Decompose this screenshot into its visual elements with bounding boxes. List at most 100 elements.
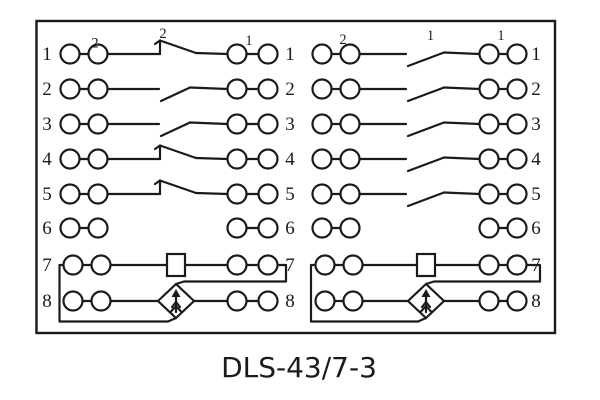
row-number-left: 2 [42, 79, 52, 100]
terminal-circle [342, 290, 364, 312]
row-number-right: 4 [285, 149, 295, 170]
terminal-circle [314, 254, 336, 276]
loop-wire [425, 263, 542, 286]
terminal-circle [226, 254, 248, 276]
row-number-right: 6 [285, 218, 295, 239]
row-number-left: 8 [42, 291, 52, 312]
arrow-up-icon [174, 304, 183, 314]
terminal-circle [311, 78, 333, 100]
terminal-circle [226, 148, 248, 170]
wire [442, 51, 481, 56]
contact-annotation: 2 [159, 26, 166, 42]
terminal-circle [506, 254, 528, 276]
row-number-left: 1 [42, 44, 52, 65]
terminal-circle [87, 183, 109, 205]
terminal-circle [226, 183, 248, 205]
contact-blade [406, 156, 446, 173]
row-number-left: 5 [42, 184, 52, 205]
resistor-box [165, 252, 187, 278]
terminal-circle [339, 183, 361, 205]
contact-annotation: 1 [427, 28, 434, 44]
contact-blade [159, 86, 192, 103]
contact-blade [406, 86, 446, 103]
terminal-circle [257, 290, 279, 312]
loop-wire [309, 263, 427, 323]
terminal-circle [311, 113, 333, 135]
terminal-circle [339, 148, 361, 170]
terminal-circle [87, 78, 109, 100]
terminal-circle [257, 148, 279, 170]
terminal-circle [478, 78, 500, 100]
arrow-up-icon [421, 289, 431, 297]
terminal-circle [257, 43, 279, 65]
figure-caption: DLS-43/7-3 [221, 351, 377, 384]
contact-blade [158, 179, 198, 195]
terminal-circle [478, 290, 500, 312]
row-number-left: 4 [42, 149, 52, 170]
terminal-circle [311, 217, 333, 239]
wire [194, 156, 229, 161]
row-number-right: 3 [531, 114, 541, 135]
wire [188, 86, 229, 91]
wire [442, 121, 481, 126]
terminal-circle [257, 217, 279, 239]
contact-blade [158, 39, 198, 55]
terminal-circle [506, 217, 528, 239]
terminal-circle [478, 217, 500, 239]
terminal-circle [62, 290, 84, 312]
terminal-circle [226, 78, 248, 100]
resistor-box [415, 252, 437, 278]
contact-annotation: 2 [339, 32, 346, 48]
contact-blade [406, 121, 446, 138]
terminal-circle [311, 148, 333, 170]
terminal-circle [59, 78, 81, 100]
terminal-circle [59, 113, 81, 135]
terminal-circle [59, 217, 81, 239]
wire [442, 156, 481, 161]
terminal-circle [62, 254, 84, 276]
arrow-up-icon [169, 304, 178, 314]
terminal-circle [506, 43, 528, 65]
row-number-right: 8 [531, 291, 541, 312]
contact-blade [159, 121, 192, 138]
terminal-circle [59, 148, 81, 170]
row-number-right: 1 [285, 44, 295, 65]
row-number-right: 5 [285, 184, 295, 205]
terminal-circle [506, 183, 528, 205]
terminal-circle [226, 217, 248, 239]
terminal-circle [506, 113, 528, 135]
terminal-circle [257, 183, 279, 205]
terminal-circle [311, 43, 333, 65]
terminal-circle [87, 217, 109, 239]
arrow-up-icon [171, 289, 181, 297]
terminal-circle [90, 254, 112, 276]
terminal-circle [339, 217, 361, 239]
terminal-circle [87, 113, 109, 135]
row-number-right: 4 [531, 149, 541, 170]
row-number-left: 7 [42, 255, 52, 276]
terminal-circle [506, 78, 528, 100]
arrow-up-icon [174, 300, 182, 309]
terminal-circle [226, 43, 248, 65]
terminal-circle [314, 290, 336, 312]
row-number-right: 1 [531, 44, 541, 65]
row-number-right: 8 [285, 291, 295, 312]
wire [442, 191, 481, 196]
contact-blade [406, 191, 446, 208]
row-number-left: 6 [42, 218, 52, 239]
row-number-right: 7 [285, 255, 295, 276]
row-number-left: 3 [42, 114, 52, 135]
terminal-circle [87, 148, 109, 170]
contact-annotation: 1 [497, 28, 504, 44]
terminal-circle [339, 113, 361, 135]
terminal-circle [257, 78, 279, 100]
terminal-circle [478, 148, 500, 170]
wire [442, 86, 481, 91]
contact-blade [158, 144, 198, 160]
terminal-circle [311, 183, 333, 205]
loop-wire [175, 263, 288, 286]
terminal-circle [478, 183, 500, 205]
contact-blade [406, 51, 446, 68]
terminal-circle [90, 290, 112, 312]
